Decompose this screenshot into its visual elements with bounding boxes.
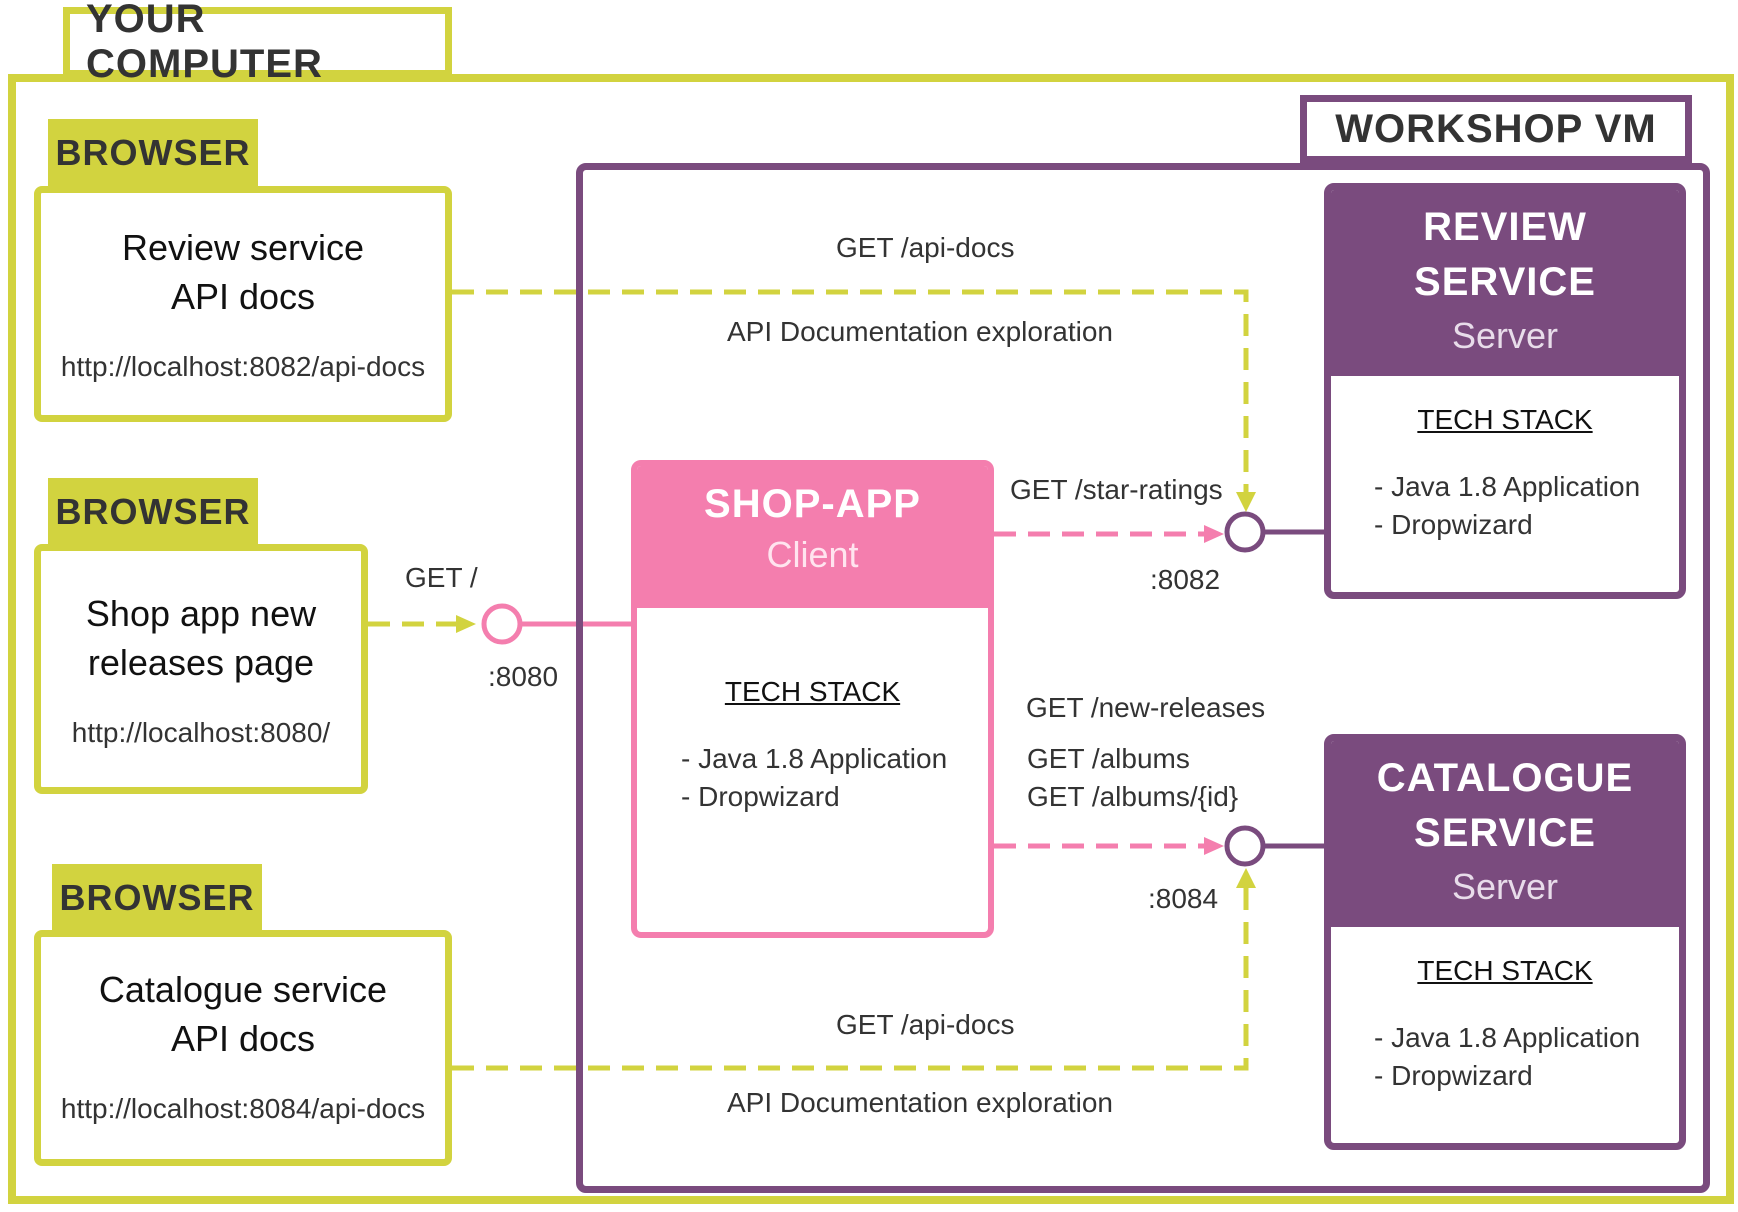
review-service-header: REVIEW SERVICE Server xyxy=(1331,190,1679,376)
new-releases-label: GET /new-releases xyxy=(1026,692,1266,723)
catalogue-api-docs-arrowhead xyxy=(1236,868,1256,888)
albums-id-label: GET /albums/{id} xyxy=(1027,781,1239,812)
browser-catalogue-url[interactable]: http://localhost:8084/api-docs xyxy=(60,1093,426,1124)
shop-stack-title: TECH STACK xyxy=(724,676,901,707)
star-ratings-label: GET /star-ratings xyxy=(1010,474,1223,505)
browser-review-api-docs[interactable]: Review service API docs http://localhost… xyxy=(34,186,452,422)
port-8082-label: :8082 xyxy=(1150,564,1221,595)
browser-review-url[interactable]: http://localhost:8082/api-docs xyxy=(60,351,426,382)
shop-stack-item: - Dropwizard xyxy=(681,781,840,812)
shop-page-arrowhead xyxy=(456,615,476,633)
port-8084-label: :8084 xyxy=(1148,883,1219,914)
review-api-exploration-label: API Documentation exploration xyxy=(727,316,1113,347)
computer-frame xyxy=(8,74,1734,1204)
catalogue-service: CATALOGUE SERVICE Server TECH STACK - Ja… xyxy=(1324,734,1686,1150)
browser-catalogue-line2: API docs xyxy=(170,1018,316,1059)
browser-catalogue-line1: Catalogue service xyxy=(98,969,388,1010)
get-root-label: GET / xyxy=(405,562,478,593)
browser-review-line1: Review service xyxy=(121,227,365,268)
browser-tab-catalogue: BROWSER xyxy=(52,864,262,932)
computer-title: YOUR COMPUTER xyxy=(63,0,452,86)
review-api-docs-label: GET /api-docs xyxy=(836,232,1015,263)
browser-catalogue-api-docs[interactable]: Catalogue service API docs http://localh… xyxy=(34,930,452,1166)
browser-shop-app[interactable]: Shop app new releases page http://localh… xyxy=(34,544,368,794)
shop-app-header: SHOP-APP Client xyxy=(637,466,988,608)
browser-tab-review: BROWSER xyxy=(48,119,258,187)
review-stack-item: - Java 1.8 Application xyxy=(1374,471,1641,502)
workshop-vm-frame xyxy=(576,163,1710,1193)
review-service-name1: REVIEW xyxy=(1423,205,1587,249)
new-releases-arrowhead xyxy=(1204,837,1224,855)
catalogue-api-docs-arrow xyxy=(452,880,1249,1071)
catalogue-service-header: CATALOGUE SERVICE Server xyxy=(1331,741,1679,927)
catalogue-service-name2: SERVICE xyxy=(1414,811,1596,855)
catalogue-stack-title: TECH STACK xyxy=(1417,955,1593,986)
review-service-role: Server xyxy=(1451,315,1559,356)
catalogue-api-exploration-label: API Documentation exploration xyxy=(727,1087,1113,1118)
review-api-docs-arrowhead xyxy=(1236,492,1256,512)
catalogue-stack-list: - Java 1.8 Application - Dropwizard xyxy=(1331,1019,1679,1095)
browser-review-line2: API docs xyxy=(170,276,316,317)
shop-port-circle xyxy=(481,603,523,645)
browser-shop-line1: Shop app new xyxy=(85,593,317,634)
star-ratings-arrowhead xyxy=(1204,525,1224,543)
shop-stack-list: - Java 1.8 Application - Dropwizard xyxy=(637,740,988,816)
catalogue-stack-item: - Java 1.8 Application xyxy=(1374,1022,1641,1053)
browser-shop-line2: releases page xyxy=(87,642,315,683)
albums-label: GET /albums xyxy=(1027,743,1190,774)
review-stack-list: - Java 1.8 Application - Dropwizard xyxy=(1331,468,1679,544)
shop-stack-item: - Java 1.8 Application xyxy=(681,743,948,774)
shop-app-role: Client xyxy=(766,534,859,575)
catalogue-service-name1: CATALOGUE xyxy=(1376,756,1634,800)
browser-shop-url[interactable]: http://localhost:8080/ xyxy=(71,717,331,748)
port-8080-label: :8080 xyxy=(488,661,559,692)
review-stack-title: TECH STACK xyxy=(1417,404,1593,435)
review-service: REVIEW SERVICE Server TECH STACK - Java … xyxy=(1324,183,1686,599)
shop-app-name: SHOP-APP xyxy=(704,482,921,526)
catalogue-stack-item: - Dropwizard xyxy=(1374,1060,1533,1091)
shop-app: SHOP-APP Client TECH STACK - Java 1.8 Ap… xyxy=(631,460,994,938)
review-stack-item: - Dropwizard xyxy=(1374,509,1533,540)
catalogue-port-circle xyxy=(1224,825,1266,867)
catalogue-service-role: Server xyxy=(1451,866,1559,907)
workshop-vm-title: WORKSHOP VM xyxy=(1300,95,1692,163)
review-service-name2: SERVICE xyxy=(1414,260,1596,304)
browser-tab-shop: BROWSER xyxy=(48,478,258,546)
catalogue-api-docs-label: GET /api-docs xyxy=(836,1009,1015,1040)
review-api-docs-arrow xyxy=(452,289,1249,502)
review-port-circle xyxy=(1224,511,1266,553)
